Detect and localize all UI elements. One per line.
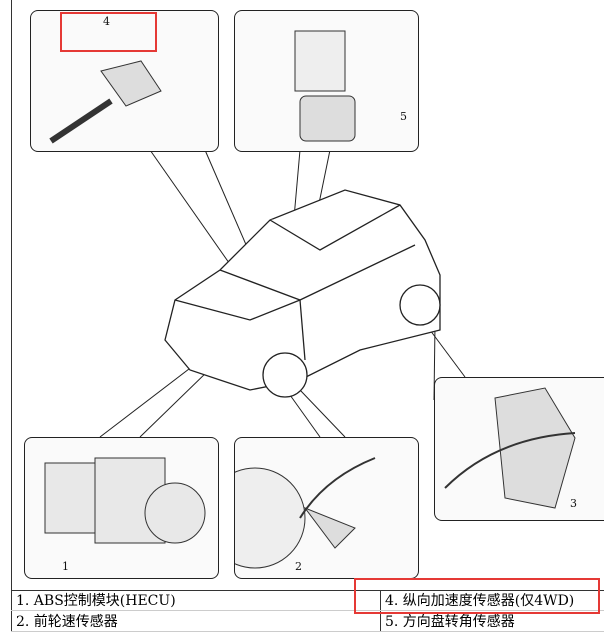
legend-row: 2. 前轮速传感器 5. 方向盘转角传感器 [11,610,604,632]
car-illustration [164,189,441,398]
callout-1: 1 [62,560,69,573]
parts-legend-table: 1. ABS控制模块(HECU) 4. 纵向加速度传感器(仅4WD) 2. 前轮… [11,590,604,632]
highlight-box-callout-4 [60,12,157,52]
legend-item-4: 4. 纵向加速度传感器(仅4WD) [380,590,604,611]
callout-5: 5 [400,110,407,123]
inset-steering-angle-sensor [234,10,419,152]
vehicle-diagram [99,149,466,438]
legend-item-2: 2. 前轮速传感器 [11,610,381,632]
highlight-box-legend-4 [354,578,600,614]
legend-item-1: 1. ABS控制模块(HECU) [11,590,381,611]
callout-4: 4 [103,15,110,28]
legend-item-5: 5. 方向盘转角传感器 [380,610,604,632]
inset-rear-wheel-speed-sensor [434,377,604,521]
inset-longitudinal-sensor [30,10,219,152]
inset-abs-module [24,437,219,579]
callout-2: 2 [295,560,302,573]
inset-front-wheel-speed-sensor [234,437,419,579]
legend-row: 1. ABS控制模块(HECU) 4. 纵向加速度传感器(仅4WD) [11,590,604,611]
callout-3: 3 [570,497,577,510]
